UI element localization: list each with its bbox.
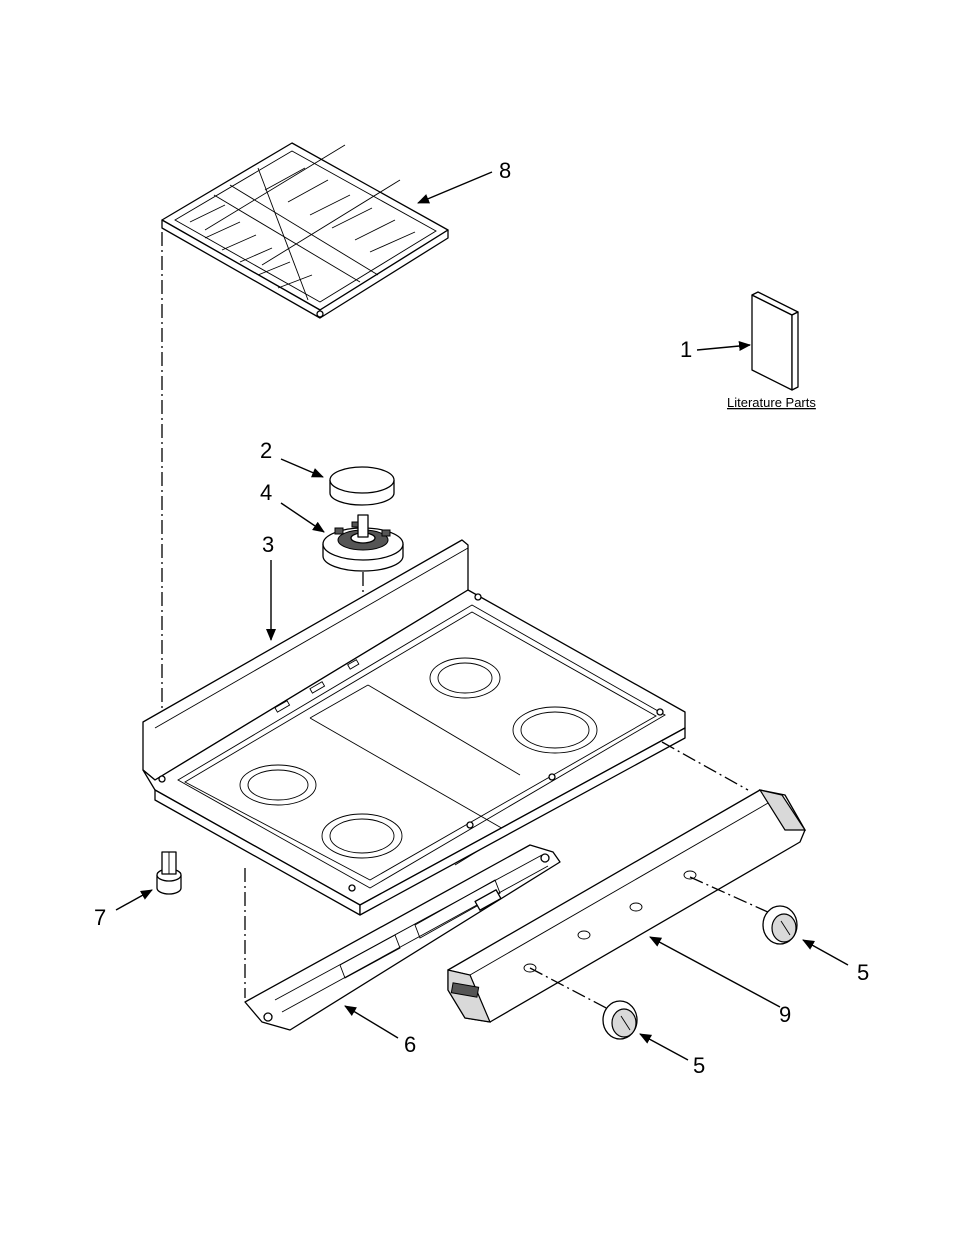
callout-7: 7 <box>94 905 106 930</box>
callout-4: 4 <box>260 480 272 505</box>
burner-grate-icon <box>162 143 448 318</box>
control-knob-icon <box>763 906 797 944</box>
callout-8: 8 <box>499 158 511 183</box>
callout-5b: 5 <box>693 1053 705 1078</box>
callout-3: 3 <box>262 532 274 557</box>
burner-base-icon <box>323 515 403 571</box>
callout-9: 9 <box>779 1002 791 1027</box>
burner-cap-icon <box>330 467 394 505</box>
control-knob-icon <box>603 1001 637 1039</box>
literature-parts-label: Literature Parts <box>727 395 816 410</box>
callout-5a: 5 <box>857 960 869 985</box>
callout-6: 6 <box>404 1032 416 1057</box>
callout-1: 1 <box>680 337 692 362</box>
cooktop-icon <box>143 540 685 915</box>
callout-2: 2 <box>260 438 272 463</box>
leveling-leg-icon <box>157 852 181 894</box>
literature-icon <box>752 292 798 390</box>
